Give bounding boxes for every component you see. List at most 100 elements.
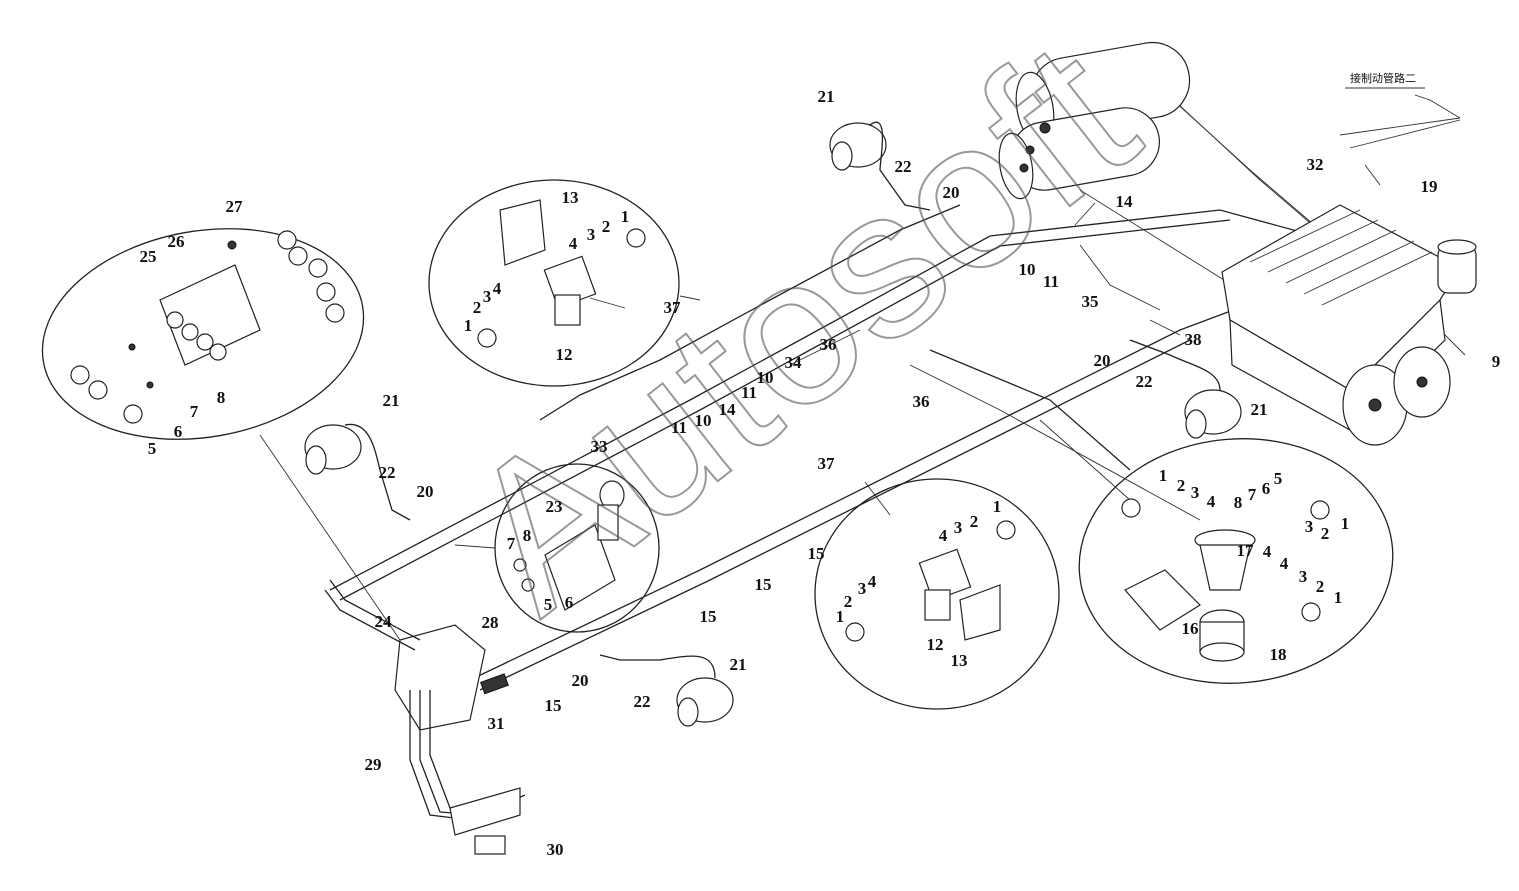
leader-lines xyxy=(259,164,1466,641)
callout-32: 32 xyxy=(1307,155,1324,174)
callout-10: 10 xyxy=(695,411,712,430)
callout-3: 3 xyxy=(587,225,596,244)
callout-3: 3 xyxy=(1299,567,1308,586)
callout-20: 20 xyxy=(572,671,589,690)
brake-chamber-right xyxy=(1129,339,1242,439)
detail-ellipse-valve-block xyxy=(41,228,365,440)
callout-5: 5 xyxy=(1274,469,1283,488)
callout-4: 4 xyxy=(1207,492,1216,511)
callout-10: 10 xyxy=(1019,260,1036,279)
callout-21: 21 xyxy=(730,655,747,674)
callout-4: 4 xyxy=(1280,554,1289,573)
callout-2: 2 xyxy=(1177,476,1186,495)
callout-6: 6 xyxy=(565,593,574,612)
callout-20: 20 xyxy=(943,183,960,202)
callout-24: 24 xyxy=(375,612,393,631)
brake-chamber-bottom xyxy=(599,654,734,727)
callout-4: 4 xyxy=(868,572,877,591)
callout-2: 2 xyxy=(1321,524,1330,543)
callout-2: 2 xyxy=(970,512,979,531)
air-tanks xyxy=(998,41,1191,200)
callout-9: 9 xyxy=(1492,352,1501,371)
callout-4: 4 xyxy=(493,279,502,298)
callout-1: 1 xyxy=(836,607,845,626)
callout-5: 5 xyxy=(544,595,553,614)
callout-6: 6 xyxy=(174,422,183,441)
callout-4: 4 xyxy=(569,234,578,253)
callout-15: 15 xyxy=(755,575,772,594)
callout-4: 4 xyxy=(939,526,948,545)
callout-14: 14 xyxy=(1116,192,1134,211)
callout-22: 22 xyxy=(379,463,396,482)
callout-13: 13 xyxy=(562,188,579,207)
callout-28: 28 xyxy=(482,613,499,632)
callout-21: 21 xyxy=(1251,400,1268,419)
callout-23: 23 xyxy=(546,497,563,516)
callout-25: 25 xyxy=(140,247,157,266)
callout-34: 34 xyxy=(785,353,803,372)
callout-11: 11 xyxy=(741,383,757,402)
callout-29: 29 xyxy=(365,755,382,774)
callout-2: 2 xyxy=(602,217,611,236)
relay-valve-bottom-detail xyxy=(845,520,1016,642)
callout-3: 3 xyxy=(1305,517,1314,536)
callout-22: 22 xyxy=(895,157,912,176)
callout-7: 7 xyxy=(1248,485,1257,504)
callout-20: 20 xyxy=(417,482,434,501)
callout-2: 2 xyxy=(473,298,482,317)
valve-block-detail xyxy=(70,230,345,424)
note-label: 接制动管路二 xyxy=(1350,71,1416,85)
callout-37: 37 xyxy=(818,454,836,473)
callout-36: 36 xyxy=(820,335,837,354)
callout-4: 4 xyxy=(1263,542,1272,561)
callout-8: 8 xyxy=(523,526,532,545)
callout-26: 26 xyxy=(168,232,185,251)
callout-3: 3 xyxy=(954,518,963,537)
callout-15: 15 xyxy=(808,544,825,563)
callout-12: 12 xyxy=(927,635,944,654)
callout-1: 1 xyxy=(464,316,473,335)
callout-1: 1 xyxy=(1159,466,1168,485)
callout-6: 6 xyxy=(1262,479,1271,498)
callout-13: 13 xyxy=(951,651,968,670)
callout-18: 18 xyxy=(1270,645,1287,664)
callout-20: 20 xyxy=(1094,351,1111,370)
callout-10: 10 xyxy=(757,368,774,387)
callout-7: 7 xyxy=(190,402,199,421)
callout-11: 11 xyxy=(671,418,687,437)
callout-30: 30 xyxy=(547,840,564,859)
callout-8: 8 xyxy=(217,388,226,407)
callout-21: 21 xyxy=(818,87,835,106)
watermark: Autosoft xyxy=(423,0,1175,655)
callout-22: 22 xyxy=(634,692,651,711)
callout-1: 1 xyxy=(993,497,1002,516)
callout-19: 19 xyxy=(1421,177,1438,196)
callout-3: 3 xyxy=(858,579,867,598)
callout-35: 35 xyxy=(1082,292,1099,311)
callout-36: 36 xyxy=(913,392,930,411)
callout-22: 22 xyxy=(1136,372,1153,391)
callout-1: 1 xyxy=(1341,514,1350,533)
detail-ellipse-relay-valve-top xyxy=(428,179,680,387)
callout-27: 27 xyxy=(226,197,244,216)
brake-pedal-assembly xyxy=(324,579,526,855)
callout-5: 5 xyxy=(148,439,157,458)
callout-8: 8 xyxy=(1234,493,1243,512)
callout-7: 7 xyxy=(507,534,516,553)
relay-valve-top-detail xyxy=(477,199,646,348)
dryer-valve-detail xyxy=(1121,498,1330,662)
callout-15: 15 xyxy=(545,696,562,715)
callout-3: 3 xyxy=(1191,483,1200,502)
detail-ellipse-relay-valve-bottom xyxy=(814,478,1060,710)
callout-31: 31 xyxy=(488,714,505,733)
callout-2: 2 xyxy=(844,592,853,611)
callout-37: 37 xyxy=(664,298,682,317)
callout-12: 12 xyxy=(556,345,573,364)
callout-17: 17 xyxy=(1237,541,1255,560)
master-cylinder-detail xyxy=(513,480,625,611)
callout-3: 3 xyxy=(483,287,492,306)
brake-chamber-left xyxy=(304,423,411,521)
callout-15: 15 xyxy=(700,607,717,626)
